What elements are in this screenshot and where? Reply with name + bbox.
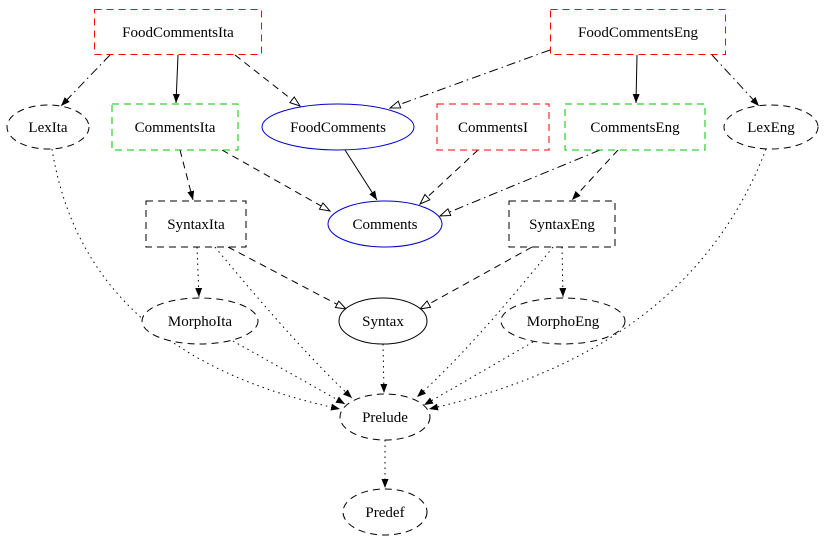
edge-LexIta-to-Prelude bbox=[51, 148, 341, 411]
node-label-LexIta: LexIta bbox=[28, 120, 67, 136]
node-shape-LexIta bbox=[6, 104, 90, 150]
node-shape-CommentsIta bbox=[111, 103, 239, 151]
node-FoodCommentsIta: FoodCommentsIta bbox=[94, 9, 262, 55]
edge-FoodCommentsIta-to-LexIta bbox=[60, 54, 111, 107]
edge-Syntax-to-Prelude bbox=[380, 343, 388, 394]
node-shape-Predef bbox=[342, 488, 428, 536]
edge-CommentsI-to-Comments bbox=[420, 149, 479, 204]
node-label-SyntaxEng: SyntaxEng bbox=[529, 217, 595, 233]
node-MorphoIta: MorphoIta bbox=[141, 297, 259, 345]
node-LexEng: LexEng bbox=[723, 104, 819, 150]
node-MorphoEng: MorphoEng bbox=[500, 297, 626, 345]
node-label-CommentsI: CommentsI bbox=[458, 120, 528, 136]
node-label-Syntax: Syntax bbox=[362, 314, 404, 330]
node-Predef: Predef bbox=[342, 488, 428, 536]
node-Prelude: Prelude bbox=[339, 393, 431, 441]
node-LexIta: LexIta bbox=[6, 104, 90, 150]
node-shape-Prelude bbox=[339, 393, 431, 441]
node-Comments: Comments bbox=[327, 200, 443, 248]
node-shape-FoodComments bbox=[261, 103, 415, 151]
node-CommentsIta: CommentsIta bbox=[111, 103, 239, 151]
node-label-FoodCommentsEng: FoodCommentsEng bbox=[578, 25, 699, 41]
node-shape-Comments bbox=[327, 200, 443, 248]
node-FoodCommentsEng: FoodCommentsEng bbox=[550, 9, 726, 55]
node-label-FoodCommentsIta: FoodCommentsIta bbox=[122, 25, 234, 41]
edge-CommentsIta-to-SyntaxIta bbox=[179, 149, 195, 201]
node-shape-CommentsI bbox=[436, 103, 550, 151]
node-shape-SyntaxEng bbox=[508, 200, 616, 248]
node-label-SyntaxIta: SyntaxIta bbox=[167, 217, 225, 233]
node-label-LexEng: LexEng bbox=[747, 120, 795, 136]
node-shape-CommentsEng bbox=[564, 103, 706, 151]
edge-MorphoEng-to-Prelude bbox=[423, 341, 534, 406]
node-shape-MorphoEng bbox=[500, 297, 626, 345]
node-CommentsI: CommentsI bbox=[436, 103, 550, 151]
node-shape-MorphoIta bbox=[141, 297, 259, 345]
edge-SyntaxEng-to-MorphoEng bbox=[559, 246, 567, 298]
edge-FoodCommentsEng-to-LexEng bbox=[711, 54, 760, 107]
node-FoodComments: FoodComments bbox=[261, 103, 415, 151]
node-CommentsEng: CommentsEng bbox=[564, 103, 706, 151]
edge-SyntaxIta-to-Syntax bbox=[227, 246, 346, 309]
node-shape-FoodCommentsEng bbox=[550, 9, 726, 55]
node-Syntax: Syntax bbox=[338, 297, 428, 345]
node-label-Prelude: Prelude bbox=[362, 410, 408, 426]
node-label-FoodComments: FoodComments bbox=[290, 120, 386, 136]
edge-MorphoIta-to-Prelude bbox=[232, 340, 346, 405]
edges-layer bbox=[51, 49, 767, 488]
edge-LexEng-to-Prelude bbox=[428, 148, 767, 411]
node-SyntaxIta: SyntaxIta bbox=[145, 200, 247, 248]
node-shape-Syntax bbox=[338, 297, 428, 345]
edge-FoodCommentsIta-to-CommentsIta bbox=[172, 54, 180, 104]
edge-FoodCommentsEng-to-FoodComments bbox=[390, 49, 551, 108]
edge-FoodComments-to-Comments bbox=[344, 149, 378, 201]
node-label-MorphoIta: MorphoIta bbox=[168, 314, 232, 330]
edge-FoodCommentsEng-to-CommentsEng bbox=[632, 54, 640, 104]
edge-CommentsEng-to-SyntaxEng bbox=[571, 149, 619, 201]
edge-SyntaxEng-to-Prelude bbox=[416, 246, 554, 398]
node-shape-LexEng bbox=[723, 104, 819, 150]
edge-FoodCommentsIta-to-FoodComments bbox=[234, 54, 300, 106]
node-label-Comments: Comments bbox=[352, 217, 417, 233]
node-label-Predef: Predef bbox=[365, 505, 404, 521]
node-shape-FoodCommentsIta bbox=[94, 9, 262, 55]
edge-SyntaxEng-to-Syntax bbox=[420, 246, 533, 309]
node-label-CommentsIta: CommentsIta bbox=[135, 120, 216, 136]
node-shape-SyntaxIta bbox=[145, 200, 247, 248]
edge-SyntaxIta-to-MorphoIta bbox=[195, 246, 203, 298]
node-SyntaxEng: SyntaxEng bbox=[508, 200, 616, 248]
node-label-CommentsEng: CommentsEng bbox=[590, 120, 680, 136]
node-label-MorphoEng: MorphoEng bbox=[527, 314, 600, 330]
edge-CommentsIta-to-Comments bbox=[221, 149, 330, 211]
